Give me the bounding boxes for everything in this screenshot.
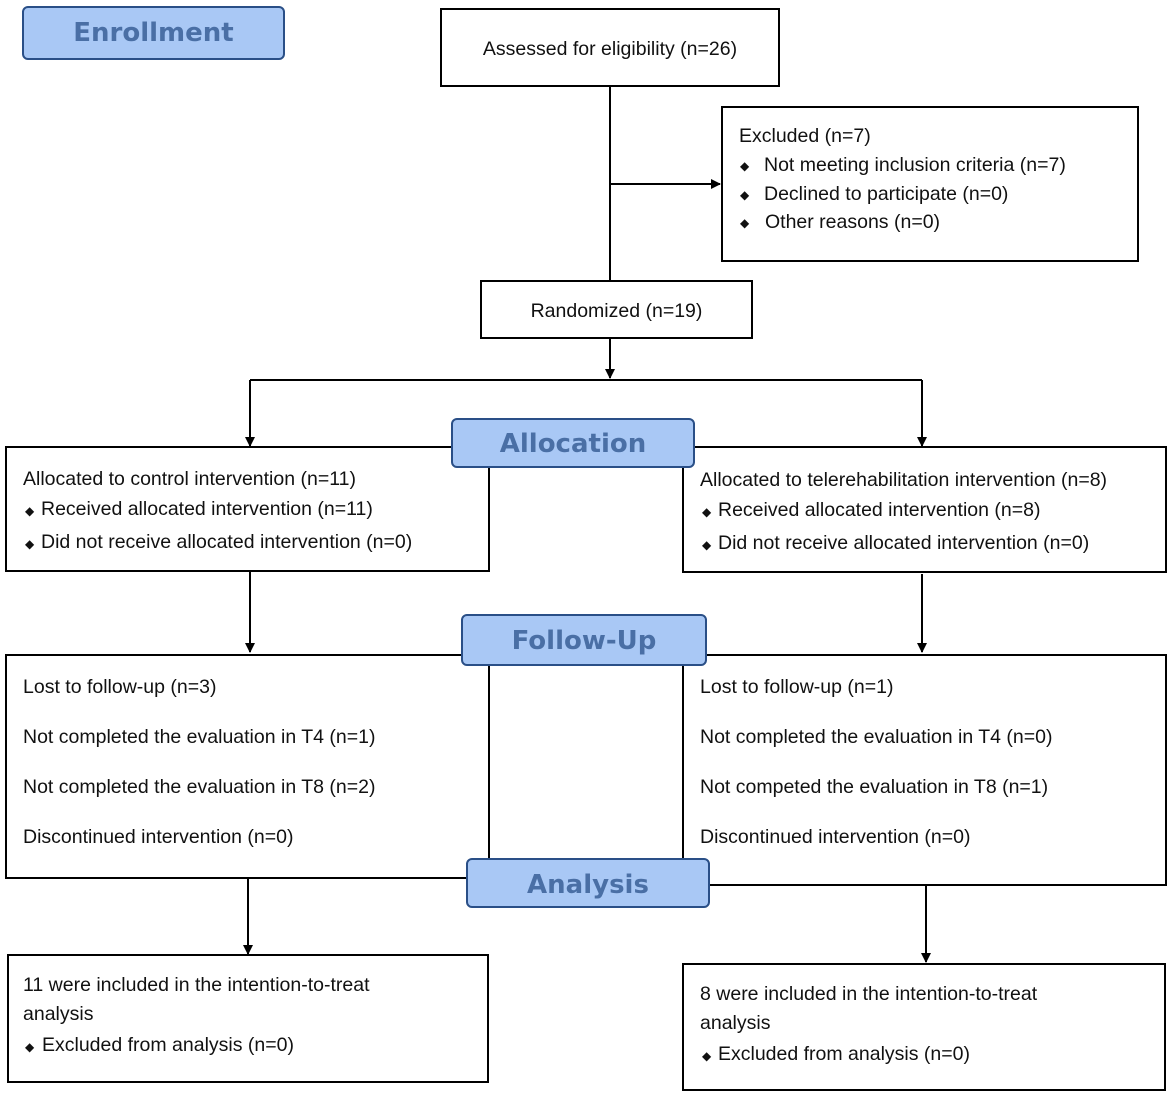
assessed-box: Assessed for eligibility (n=26) bbox=[440, 8, 780, 87]
analysis-tele-line2: analysis bbox=[700, 1012, 771, 1034]
bullet-icon: ◆ bbox=[702, 505, 712, 519]
allocation-tele-item: Received allocated intervention (n=8) bbox=[718, 499, 1041, 521]
followup-control-line: Not completed the evaluation in T4 (n=1) bbox=[23, 726, 376, 748]
randomized-text: Randomized (n=19) bbox=[530, 300, 703, 322]
allocation-control-item: Did not receive allocated intervention (… bbox=[41, 531, 413, 553]
bullet-icon: ◆ bbox=[702, 1049, 712, 1063]
bullet-icon: ◆ bbox=[740, 188, 750, 202]
followup-tele-line: Not competed the evaluation in T8 (n=1) bbox=[700, 776, 1049, 798]
excluded-title: Excluded (n=7) bbox=[739, 125, 871, 147]
stage-label-analysis: Analysis bbox=[466, 858, 710, 908]
bullet-icon: ◆ bbox=[25, 537, 35, 551]
followup-tele-box: Lost to follow-up (n=1) Not completed th… bbox=[682, 654, 1167, 886]
allocation-control-item: Received allocated intervention (n=11) bbox=[41, 498, 373, 520]
allocation-tele-box: Allocated to telerehabilitation interven… bbox=[682, 446, 1167, 573]
excluded-box: Excluded (n=7) ◆ Not meeting inclusion c… bbox=[721, 106, 1139, 262]
bullet-icon: ◆ bbox=[25, 1040, 35, 1054]
followup-control-line: Discontinued intervention (n=0) bbox=[23, 826, 294, 848]
analysis-control-box: 11 were included in the intention-to-tre… bbox=[7, 954, 489, 1083]
analysis-control-line1: 11 were included in the intention-to-tre… bbox=[23, 974, 370, 996]
allocation-control-box: Allocated to control intervention (n=11)… bbox=[5, 446, 490, 572]
bullet-icon: ◆ bbox=[702, 538, 712, 552]
allocation-control-title: Allocated to control intervention (n=11) bbox=[23, 468, 356, 490]
bullet-icon: ◆ bbox=[25, 504, 35, 518]
analysis-tele-item: Excluded from analysis (n=0) bbox=[718, 1043, 970, 1065]
followup-control-line: Lost to follow-up (n=3) bbox=[23, 676, 217, 698]
excluded-item: Other reasons (n=0) bbox=[765, 211, 941, 233]
randomized-box: Randomized (n=19) bbox=[480, 280, 753, 339]
followup-control-box: Lost to follow-up (n=3) Not completed th… bbox=[5, 654, 490, 879]
assessed-text: Assessed for eligibility (n=26) bbox=[482, 38, 738, 60]
analysis-control-item: Excluded from analysis (n=0) bbox=[42, 1034, 294, 1056]
excluded-item: Not meeting inclusion criteria (n=7) bbox=[764, 154, 1066, 176]
followup-tele-line: Lost to follow-up (n=1) bbox=[700, 676, 894, 698]
stage-label-enrollment: Enrollment bbox=[22, 6, 285, 60]
analysis-control-line2: analysis bbox=[23, 1003, 94, 1025]
analysis-tele-box: 8 were included in the intention-to-trea… bbox=[682, 963, 1166, 1091]
followup-tele-line: Not completed the evaluation in T4 (n=0) bbox=[700, 726, 1053, 748]
followup-control-line: Not completed the evaluation in T8 (n=2) bbox=[23, 776, 376, 798]
analysis-tele-line1: 8 were included in the intention-to-trea… bbox=[700, 983, 1038, 1005]
followup-tele-line: Discontinued intervention (n=0) bbox=[700, 826, 971, 848]
stage-label-follow-up: Follow-Up bbox=[461, 614, 707, 666]
allocation-tele-item: Did not receive allocated intervention (… bbox=[718, 532, 1090, 554]
allocation-tele-title: Allocated to telerehabilitation interven… bbox=[700, 469, 1108, 491]
bullet-icon: ◆ bbox=[740, 159, 750, 173]
bullet-icon: ◆ bbox=[740, 216, 750, 230]
excluded-item: Declined to participate (n=0) bbox=[764, 183, 1009, 205]
stage-label-allocation: Allocation bbox=[451, 418, 695, 468]
